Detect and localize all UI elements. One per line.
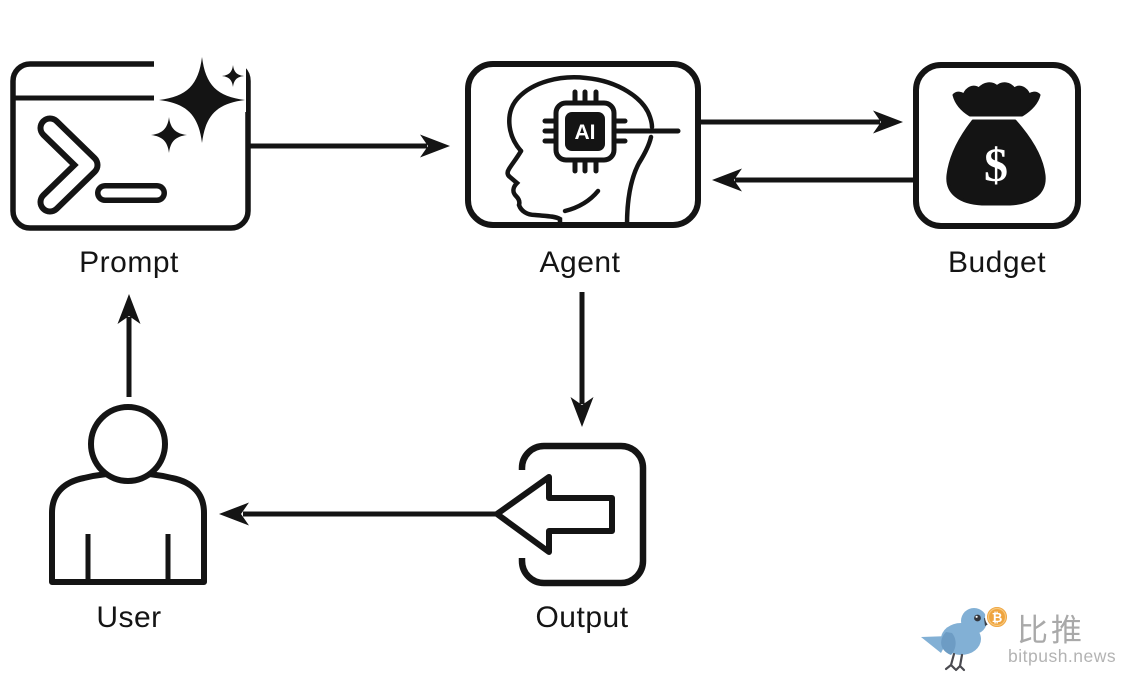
agent-node: AI Agent <box>465 61 701 279</box>
arrowhead-down-icon <box>570 397 594 427</box>
ai-chip-icon: AI <box>542 89 681 174</box>
budget-label: Budget <box>948 246 1046 279</box>
edge-agent-to-output <box>570 292 594 427</box>
watermark-brand-domain: bitpush.news <box>1008 646 1116 666</box>
terminal-chevron-icon <box>37 115 101 215</box>
sparkles-icon <box>150 56 246 154</box>
head-profile-icon <box>505 75 655 228</box>
prompt-box <box>10 61 251 231</box>
arrowhead-left-icon <box>712 168 742 192</box>
arrowhead-right-icon <box>873 110 903 134</box>
bird-logo-icon <box>921 608 994 672</box>
money-bag-icon: $ <box>946 82 1046 206</box>
watermark: ₿ 比推 bitpush.news <box>921 605 1116 672</box>
budget-node: $ Budget <box>913 62 1081 279</box>
arrowhead-left-icon <box>219 502 249 526</box>
user-label: User <box>96 601 161 634</box>
prompt-node: Prompt <box>10 54 251 279</box>
person-icon <box>49 404 207 585</box>
output-node: Output <box>494 442 647 634</box>
budget-box <box>913 62 1081 229</box>
export-arrow-icon <box>494 474 615 555</box>
edge-budget-to-agent <box>712 168 916 192</box>
watermark-brand-name: 比推 <box>1017 613 1085 649</box>
arrowhead-up-icon <box>117 294 141 324</box>
ai-chip-label: AI <box>575 121 596 144</box>
edge-agent-to-budget <box>700 110 903 134</box>
edge-user-to-prompt <box>117 294 141 397</box>
output-label: Output <box>535 601 628 634</box>
edge-output-to-user <box>219 502 500 526</box>
user-node: User <box>49 404 207 634</box>
prompt-label: Prompt <box>79 246 179 279</box>
edge-prompt-to-agent <box>250 134 450 158</box>
bitcoin-coin-icon: ₿ <box>985 605 1009 629</box>
arrowhead-right-icon <box>420 134 450 158</box>
bitcoin-symbol: ₿ <box>992 611 1003 626</box>
agent-box <box>465 61 701 228</box>
agent-label: Agent <box>540 246 621 279</box>
dollar-symbol: $ <box>984 139 1008 192</box>
